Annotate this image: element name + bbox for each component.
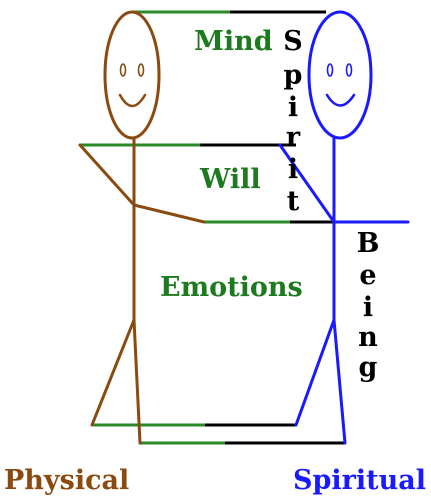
physical-right-arm xyxy=(134,205,204,222)
spiritual-head xyxy=(309,12,371,138)
being-vertical-word: B e i n g xyxy=(357,228,380,383)
physical-head xyxy=(105,12,159,138)
being-letter: B xyxy=(357,228,380,259)
spiritual-smile xyxy=(327,95,354,106)
being-letter: n xyxy=(358,322,378,353)
spiritual-right-leg xyxy=(334,320,345,443)
label-emotions: Emotions xyxy=(160,272,303,303)
being-letter: g xyxy=(359,352,378,383)
spiritual-left-leg xyxy=(296,320,334,425)
spirit-letter: i xyxy=(288,154,298,185)
spirit-letter: p xyxy=(284,60,303,91)
physical-eye-left xyxy=(121,64,126,76)
spirit-letter: S xyxy=(283,26,303,57)
spiritual-eye-right xyxy=(347,64,352,76)
physical-stick-figure xyxy=(80,12,204,443)
being-letter: i xyxy=(363,292,373,323)
label-spiritual: Spiritual xyxy=(293,465,426,496)
label-will: Will xyxy=(199,164,261,195)
physical-left-arm xyxy=(80,145,134,205)
physical-smile xyxy=(120,95,145,106)
label-physical: Physical xyxy=(4,465,129,496)
physical-eye-right xyxy=(139,64,144,76)
spiritual-eye-left xyxy=(328,64,333,76)
spirit-letter: t xyxy=(287,186,300,217)
physical-left-leg xyxy=(92,320,134,425)
label-mind: Mind xyxy=(194,26,273,57)
spirit-letter: i xyxy=(288,92,298,123)
being-letter: e xyxy=(359,260,376,291)
spirit-vertical-word: S p i r i t xyxy=(283,26,303,217)
spirit-letter: r xyxy=(286,122,301,153)
